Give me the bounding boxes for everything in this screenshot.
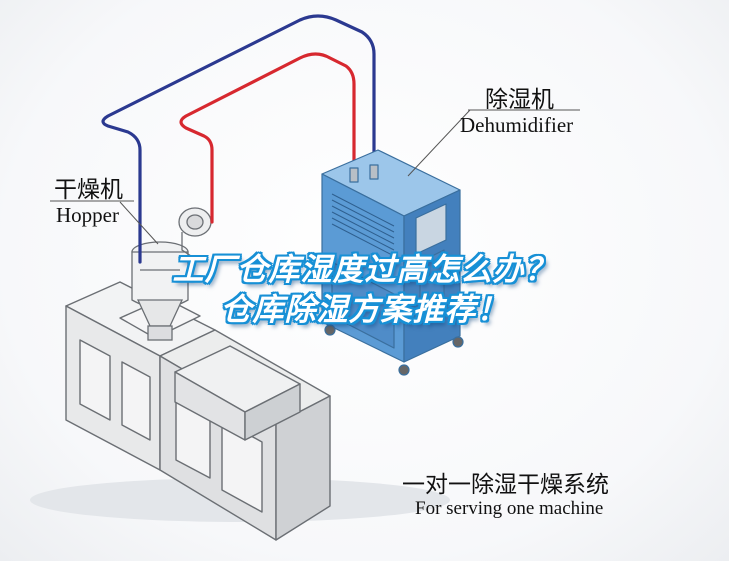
headline-line-2: 仓库除湿方案推荐！ [220,292,509,328]
dehumidifier-label-en: Dehumidifier [460,113,574,137]
red-pipe [179,52,356,224]
dehumidifier-leader [407,109,471,177]
blue-pipe [101,14,376,264]
system-label-cn: 一对一除湿干燥系统 [402,472,609,498]
molding-machine [65,281,331,541]
hopper-label-cn: 干燥机 [54,177,123,203]
dehumidifier-unit [321,149,464,376]
pipes [101,14,376,264]
hopper-dryer [131,207,212,341]
headline-line-1: 工厂仓库湿度过高怎么办？ [172,252,557,288]
hopper-label-en: Hopper [56,203,119,227]
dehumidifier-label-cn: 除湿机 [485,87,554,113]
hopper-leader [119,201,159,245]
system-label-en: For serving one machine [415,498,604,519]
